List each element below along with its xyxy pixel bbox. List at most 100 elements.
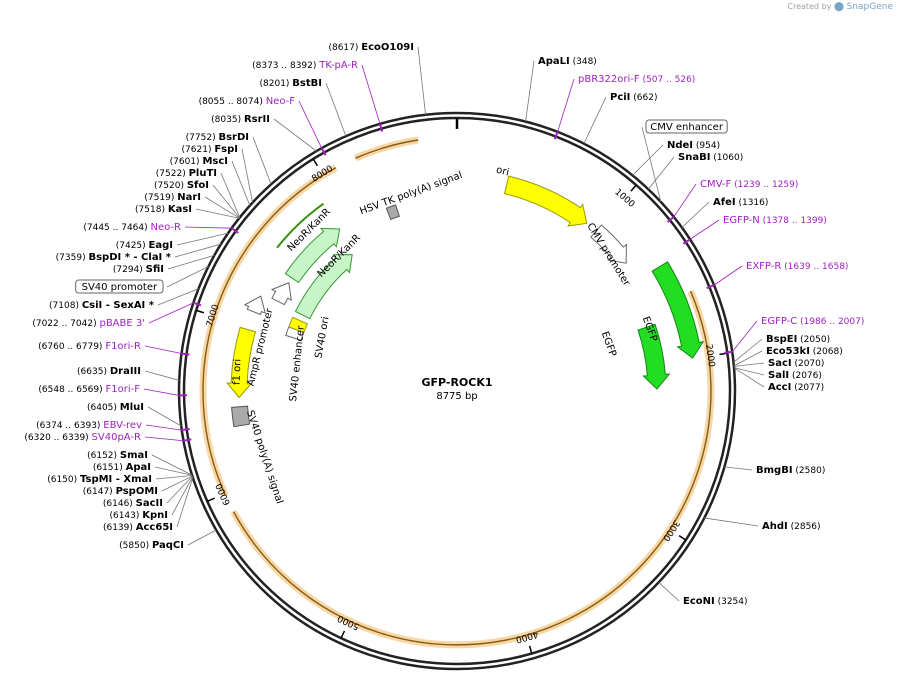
label-leader-line bbox=[212, 184, 240, 219]
site-label-ebv-rev[interactable]: (6374 .. 6393) EBV-rev bbox=[36, 420, 142, 431]
label-leader-line bbox=[673, 183, 697, 218]
site-label-rsrii[interactable]: (8035) RsrII bbox=[211, 114, 270, 125]
label-leader-line bbox=[144, 370, 180, 381]
feature-arrow-egfp[interactable] bbox=[637, 323, 671, 390]
site-label-text: (7425) EagI bbox=[116, 240, 173, 251]
site-label-cmv-enhancer[interactable]: CMV enhancer bbox=[645, 119, 728, 134]
site-label-afei[interactable]: AfeI (1316) bbox=[713, 197, 768, 208]
site-label-neo-r[interactable]: (7445 .. 7464) Neo-R bbox=[83, 222, 181, 233]
site-labels: (8617) EcoO109I (8373 .. 8392) TK-pA-R (82… bbox=[24, 42, 864, 607]
site-label-cmv-f[interactable]: CMV-F (1239 .. 1259) bbox=[700, 179, 798, 190]
site-label-egfp-c[interactable]: EGFP-C (1986 .. 2007) bbox=[761, 316, 864, 327]
site-label-text: pBR322ori-F (507 .. 526) bbox=[578, 74, 695, 85]
feature-arrow-ampr-promoter[interactable] bbox=[270, 282, 292, 306]
site-label-text: BspEI (2050) bbox=[766, 334, 830, 345]
site-label-egfp-n[interactable]: EGFP-N (1378 .. 1399) bbox=[723, 215, 827, 226]
backbone-rings bbox=[177, 111, 737, 671]
site-label-bstbi[interactable]: (8201) BstBI bbox=[260, 78, 323, 89]
site-label-pluti[interactable]: (7522) PluTI bbox=[156, 168, 217, 179]
site-label-f1ori-r[interactable]: (6760 .. 6779) F1ori-R bbox=[38, 341, 141, 352]
highlight-arc-glow bbox=[354, 136, 419, 162]
site-label-text: (7522) PluTI bbox=[156, 168, 217, 179]
site-label-acci[interactable]: AccI (2077) bbox=[768, 382, 824, 393]
site-label-pcii[interactable]: PciI (662) bbox=[610, 92, 657, 103]
site-label-econi[interactable]: EcoNI (3254) bbox=[683, 596, 748, 607]
site-label-tspmi-xmai[interactable]: (6150) TspMI - XmaI bbox=[47, 474, 152, 485]
site-label-sacii[interactable]: (6146) SacII bbox=[103, 498, 163, 509]
label-leader-line bbox=[704, 517, 759, 527]
site-label-kasi[interactable]: (7518) KasI bbox=[135, 204, 192, 215]
site-label-ndei[interactable]: NdeI (954) bbox=[667, 140, 720, 151]
site-label-ahdi[interactable]: AhdI (2856) bbox=[762, 521, 821, 532]
label-leader-line bbox=[252, 136, 272, 185]
site-label-bmgbi[interactable]: BmgBI (2580) bbox=[756, 465, 825, 476]
site-label-apali[interactable]: ApaLI (348) bbox=[538, 56, 597, 67]
feature-label: SV40 ori bbox=[313, 316, 331, 359]
site-label-text: (7518) KasI bbox=[135, 204, 192, 215]
label-leader-line bbox=[204, 196, 240, 219]
site-label-sfoi[interactable]: (7520) SfoI bbox=[154, 180, 209, 191]
feature-arrow-hsv-tk-poly-a-signal[interactable] bbox=[385, 204, 400, 221]
site-label-acc65i[interactable]: (6139) Acc65I bbox=[103, 522, 173, 533]
label-leader-line bbox=[325, 82, 347, 137]
site-label-fspi[interactable]: (7621) FspI bbox=[182, 144, 238, 155]
site-label-f1ori-f[interactable]: (6548 .. 6569) F1ori-F bbox=[38, 384, 140, 395]
site-label-msci[interactable]: (7601) MscI bbox=[170, 156, 228, 167]
feature-arrow-neor-kanr[interactable] bbox=[294, 254, 353, 320]
site-label-csii-sexai-[interactable]: (7108) CsiI - SexAI * bbox=[49, 300, 155, 311]
boxed-label-text: SV40 promoter bbox=[82, 282, 158, 293]
feature-arrow-cmv-promoter[interactable] bbox=[590, 224, 627, 264]
site-label-eagi[interactable]: (7425) EagI bbox=[116, 240, 173, 251]
site-label-sali[interactable]: SalI (2076) bbox=[768, 370, 822, 381]
site-label-kpni[interactable]: (6143) KpnI bbox=[109, 510, 168, 521]
site-label-bspei[interactable]: BspEI (2050) bbox=[766, 334, 830, 345]
site-label-exfp-r[interactable]: EXFP-R (1639 .. 1658) bbox=[746, 261, 848, 272]
site-label-smai[interactable]: (6152) SmaI bbox=[87, 450, 148, 461]
site-label-sv40pa-r[interactable]: (6320 .. 6339) SV40pA-R bbox=[24, 432, 141, 443]
site-label-paqci[interactable]: (5850) PaqCI bbox=[119, 540, 184, 551]
label-leader-line bbox=[143, 388, 180, 396]
site-label-saci[interactable]: SacI (2070) bbox=[768, 358, 824, 369]
feature-arrow-sv40-ori[interactable] bbox=[288, 316, 309, 334]
site-label-text: (8617) EcoO109I bbox=[328, 42, 414, 53]
site-label-snabi[interactable]: SnaBI (1060) bbox=[678, 152, 743, 163]
primer-site-mark bbox=[183, 438, 192, 442]
site-label-apai[interactable]: (6151) ApaI bbox=[93, 462, 151, 473]
feature-arrow-egfp[interactable] bbox=[651, 261, 705, 359]
scale-tick bbox=[678, 534, 687, 541]
site-label-eco53ki[interactable]: Eco53kI (2068) bbox=[766, 346, 843, 357]
site-label-sfii[interactable]: (7294) SfiI bbox=[113, 264, 164, 275]
label-leader-line bbox=[220, 172, 241, 218]
site-label-sv40-promoter[interactable]: SV40 promoter bbox=[75, 279, 164, 294]
site-label-text: SacI (2070) bbox=[768, 358, 824, 369]
label-leader-line bbox=[167, 254, 215, 270]
label-leader-line bbox=[681, 201, 710, 228]
credit-brand: SnapGene bbox=[846, 2, 893, 12]
site-label-bspdi-clai-[interactable]: (7359) BspDI * - ClaI * bbox=[56, 252, 172, 263]
site-label-text: (7294) SfiI bbox=[113, 264, 164, 275]
site-label-pspomi[interactable]: (6147) PspOMI bbox=[83, 486, 158, 497]
label-leader-line bbox=[176, 477, 194, 528]
label-leader-line bbox=[195, 208, 240, 219]
site-label-draiii[interactable]: (6635) DraIII bbox=[77, 366, 141, 377]
site-label-mlui[interactable]: (6405) MluI bbox=[87, 402, 144, 413]
feature-arrow-ampr-promoter[interactable] bbox=[243, 295, 266, 316]
site-label-neo-f[interactable]: (8055 .. 8074) Neo-F bbox=[199, 96, 296, 107]
site-label-text: (6405) MluI bbox=[87, 402, 144, 413]
site-label-bsrdi[interactable]: (7752) BsrDI bbox=[186, 132, 249, 143]
label-leader-line bbox=[733, 362, 765, 367]
feature-arrow-f1-ori[interactable] bbox=[226, 326, 257, 399]
site-label-ecoo109i[interactable]: (8617) EcoO109I bbox=[328, 42, 414, 53]
feature-arrow-neor-kanr[interactable] bbox=[284, 227, 341, 284]
feature-arrow-sv40-poly-a-signal[interactable] bbox=[231, 405, 251, 428]
highlight-arcs bbox=[199, 136, 715, 649]
site-label-pbr322ori-f[interactable]: pBR322ori-F (507 .. 526) bbox=[578, 74, 695, 85]
site-label-tk-pa-r[interactable]: (8373 .. 8392) TK-pA-R bbox=[252, 60, 358, 71]
site-label-pbabe-3-[interactable]: (7022 .. 7042) pBABE 3' bbox=[32, 318, 145, 329]
site-label-nari[interactable]: (7519) NarI bbox=[144, 192, 201, 203]
label-leader-line bbox=[361, 64, 381, 124]
label-leader-line bbox=[733, 367, 765, 376]
scale-tick-label: 7000 bbox=[205, 303, 221, 328]
site-label-text: Eco53kI (2068) bbox=[766, 346, 843, 357]
feature-arrow-ori[interactable] bbox=[503, 175, 588, 227]
